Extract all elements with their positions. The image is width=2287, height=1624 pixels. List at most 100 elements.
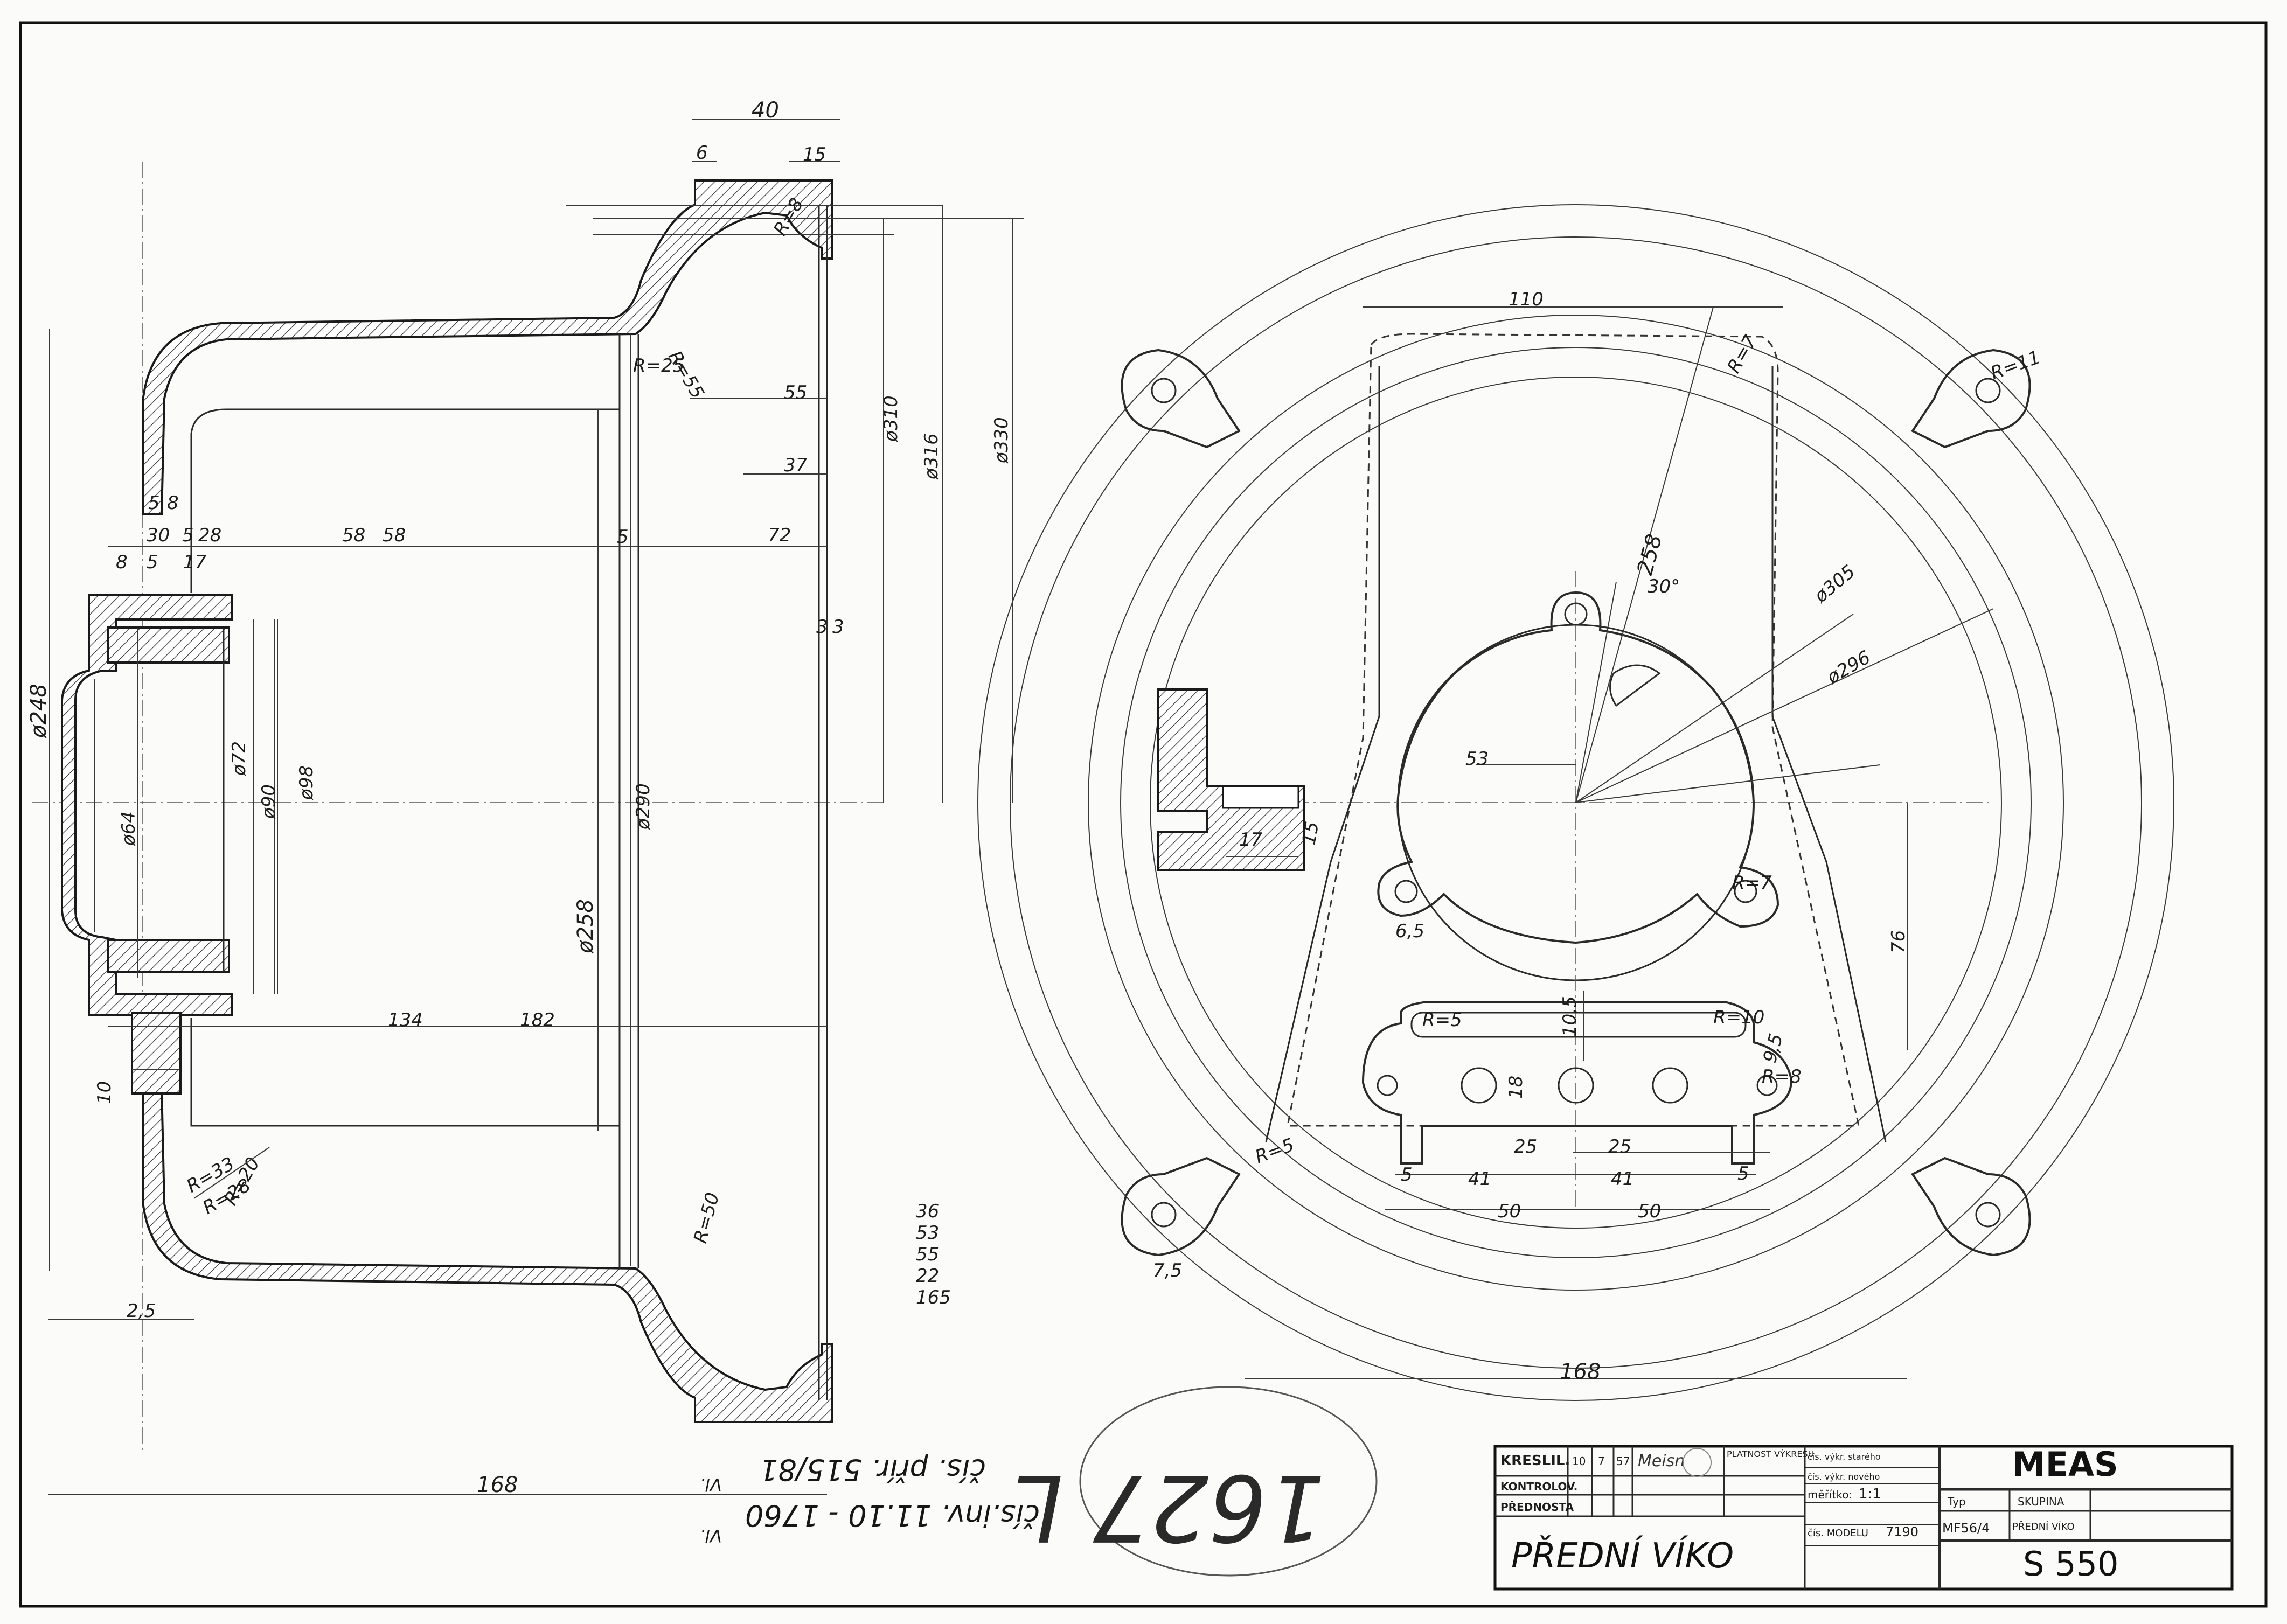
svg-text:Vl.: Vl.	[700, 1525, 722, 1546]
dia-90: ø90	[258, 784, 280, 819]
model-number: 7190	[1886, 1524, 1918, 1539]
dim-50a: 50	[1498, 1201, 1521, 1222]
dim-5a: 5	[148, 492, 160, 514]
detail-section	[1157, 688, 1305, 871]
housing-section-upper	[142, 179, 833, 515]
signature: Meisn	[1638, 1452, 1685, 1470]
svg-text:čís. výkr. starého: čís. výkr. starého	[1808, 1452, 1881, 1462]
dim-5c: 5	[147, 552, 158, 573]
housing-section-lower	[142, 1087, 833, 1423]
dim-5b: 5	[182, 525, 194, 546]
dim-72: 72	[768, 525, 791, 546]
svg-text:1627 L: 1627 L	[1012, 1454, 1325, 1560]
dim-168-front: 168	[1560, 1360, 1601, 1384]
dia-290: ø290	[632, 783, 654, 830]
mounting-lug-top-right	[1911, 349, 2031, 449]
dim-30: 30	[147, 525, 170, 546]
dia-258: ø258	[573, 899, 598, 954]
dia-64: ø64	[118, 811, 140, 846]
svg-text:čís. MODELU: čís. MODELU	[1808, 1528, 1868, 1539]
kontroloval-label: KONTROLOV.	[1500, 1480, 1577, 1493]
svg-text:22: 22	[916, 1265, 939, 1287]
dim-25b: 25	[1608, 1136, 1631, 1158]
svg-text:Vl.: Vl.	[700, 1474, 722, 1495]
svg-text:10: 10	[1572, 1455, 1586, 1468]
part-name: PŘEDNÍ VÍKO	[1511, 1535, 1734, 1576]
group-value: PŘEDNÍ VÍKO	[2012, 1521, 2075, 1532]
inventory-stamp: 1627 L	[1012, 1386, 1378, 1577]
drawing-number: S 550	[2023, 1544, 2118, 1584]
svg-text:SKUPINA: SKUPINA	[2018, 1495, 2064, 1508]
dia-316: ø316	[921, 433, 942, 480]
dim-18: 18	[1505, 1076, 1527, 1099]
dim-6: 6	[696, 142, 708, 164]
company-name: MEAS	[2012, 1445, 2118, 1484]
dim-8a: 8	[167, 492, 179, 514]
mounting-lug-bottom-right	[1911, 1156, 2031, 1257]
dim-76: 76	[1888, 930, 1909, 953]
dim-110: 110	[1509, 289, 1544, 310]
dia-248: ø248	[26, 684, 51, 738]
dia-72: ø72	[228, 741, 250, 776]
dim-40: 40	[752, 98, 779, 123]
dim-5-right: 5	[1737, 1163, 1749, 1184]
angle-30: 30°	[1648, 576, 1680, 597]
dim-7-5: 7,5	[1153, 1260, 1182, 1281]
mounting-lug-top-left	[1121, 349, 1241, 449]
dim-53: 53	[1465, 748, 1489, 770]
dia-330: ø330	[991, 417, 1012, 464]
dim-58b: 58	[383, 525, 406, 546]
dim-15-detail: 15	[1298, 820, 1323, 847]
dia-310: ø310	[880, 395, 902, 442]
dim-8b: 8	[116, 552, 128, 573]
svg-text:36: 36	[916, 1201, 939, 1222]
radius-r8-plate: R=8	[1762, 1066, 1802, 1088]
dim-28: 28	[198, 525, 221, 546]
dim-5-left: 5	[1401, 1164, 1413, 1186]
svg-text:57: 57	[1616, 1455, 1630, 1468]
svg-text:55: 55	[916, 1244, 939, 1265]
dim-10-5: 10,5	[1559, 996, 1581, 1037]
dim-168-section: 168	[477, 1473, 518, 1497]
svg-text:7: 7	[1598, 1455, 1605, 1468]
kreslil-label: KRESLIL.	[1500, 1453, 1570, 1469]
dim-17-detail: 17	[1239, 829, 1263, 851]
dim-134: 134	[388, 1009, 423, 1031]
dim-25a: 25	[1514, 1136, 1537, 1158]
dim-17: 17	[183, 552, 207, 573]
prednosta-label: PŘEDNOSTA	[1500, 1501, 1574, 1514]
dim-55: 55	[784, 382, 807, 403]
dim-50b: 50	[1638, 1201, 1661, 1222]
mounting-lug-bottom-left	[1121, 1156, 1241, 1257]
radius-r5-plate: R=5	[1422, 1009, 1462, 1031]
dim-41a: 41	[1468, 1168, 1491, 1190]
handwritten-inventory-notes: čís.inv. 11.10 - 1760 Vl. čís. přír. 515…	[700, 1453, 1040, 1546]
radius-r7-hub: R=7	[1732, 872, 1772, 894]
radius-r25: R=25	[633, 355, 684, 377]
type-value: MF56/4	[1942, 1521, 1990, 1536]
dim-6-5: 6,5	[1395, 921, 1424, 942]
dim-37: 37	[784, 455, 808, 476]
svg-text:165: 165	[916, 1287, 951, 1308]
pril-number-text: čís. přír. 515/81	[760, 1453, 986, 1487]
dim-15: 15	[803, 144, 826, 165]
svg-text:Typ: Typ	[1947, 1495, 1966, 1508]
svg-text:čís. výkr. nového: čís. výkr. nového	[1808, 1472, 1880, 1482]
platnost-label: PLATNOST VÝKRESU	[1727, 1449, 1814, 1459]
radius-r10: R=10	[1713, 1007, 1764, 1028]
hub-flange	[1377, 591, 1779, 944]
title-block: KRESLIL. KONTROLOV. PŘEDNOSTA 10 7 57 Me…	[1493, 1445, 2234, 1591]
dim-5d: 5	[617, 526, 629, 548]
dim-58a: 58	[342, 525, 365, 546]
dim-3a: 3	[816, 616, 828, 638]
svg-text:53: 53	[916, 1222, 939, 1244]
pencil-margin-notes: 36 53 55 22 165	[916, 1201, 951, 1308]
dim-182: 182	[520, 1009, 555, 1031]
dim-3b: 3	[832, 616, 844, 638]
inv-number-text: čís.inv. 11.10 - 1760	[745, 1498, 1040, 1532]
dia-98: ø98	[296, 765, 317, 800]
svg-text:měřítko:: měřítko:	[1808, 1488, 1852, 1501]
terminal-plate	[1361, 1001, 1793, 1165]
